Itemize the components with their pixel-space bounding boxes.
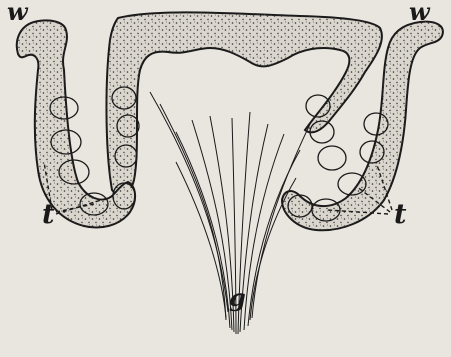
label-w-right: w (409, 0, 430, 24)
label-t-left: t (42, 201, 54, 228)
label-t-right: t (394, 201, 406, 228)
label-w-left: w (7, 0, 28, 24)
label-g: g (229, 286, 246, 310)
